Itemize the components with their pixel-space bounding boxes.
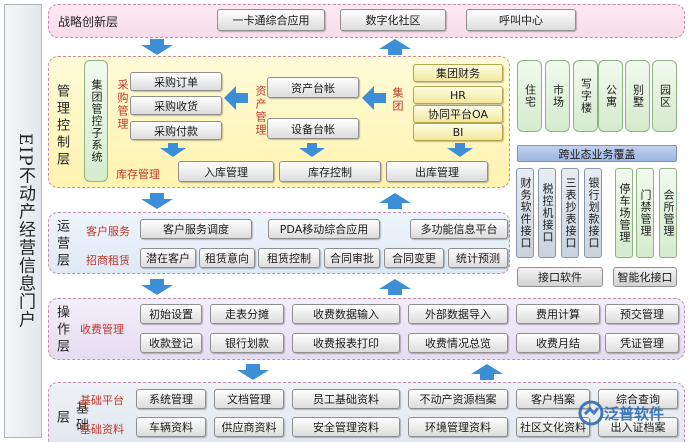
group-control-subsystem[interactable]: 集团管控子系统 (84, 60, 108, 182)
portal-bar: EIP不动产经营信息门户 (4, 4, 42, 438)
interface-access[interactable]: 门禁管理 (636, 168, 654, 258)
data-item[interactable]: 社区文化资料 (516, 417, 590, 437)
interface-tax[interactable]: 税控机接口 (538, 168, 556, 258)
strategy-item-community[interactable]: 数字化社区 (340, 9, 446, 31)
arrow-down-icon (446, 143, 474, 157)
fee-item[interactable]: 走表分摊 (210, 304, 284, 324)
arrow-down-icon (159, 143, 187, 157)
strategy-layer-title: 战略创新层 (58, 15, 119, 29)
fee-item[interactable]: 收费报表打印 (292, 333, 400, 353)
fee-item[interactable]: 预交管理 (605, 304, 679, 324)
inventory-control[interactable]: 库存控制 (279, 161, 381, 182)
interface-intelligent-button[interactable]: 智能化接口 (613, 267, 677, 287)
purchase-label: 采购管理 (116, 79, 129, 131)
fee-item[interactable]: 初始设置 (140, 304, 202, 324)
fee-item[interactable]: 银行划款 (210, 333, 284, 353)
leasing-item[interactable]: 潜在客户 (140, 248, 196, 268)
group-hr[interactable]: HR (413, 86, 503, 104)
platform-item[interactable]: 员工基础资料 (292, 389, 400, 409)
platform-item[interactable]: 不动产资源档案 (408, 389, 508, 409)
coverage-banner: 跨业态业务覆盖 (517, 145, 677, 162)
arrow-down-icon (140, 279, 174, 295)
purchase-order[interactable]: 采购订单 (130, 72, 222, 91)
fee-item[interactable]: 费用计算 (516, 304, 600, 324)
watermark-text: 泛普软件 (604, 404, 665, 423)
fee-item[interactable]: 收款登记 (140, 333, 202, 353)
info-platform[interactable]: 多功能信息平台 (410, 219, 508, 239)
platform-item[interactable]: 综合查询 (598, 389, 678, 409)
property-type[interactable]: 写字楼 (573, 60, 598, 132)
platform-item[interactable]: 客户档案 (516, 389, 590, 409)
watermark: 泛普软件 (578, 400, 664, 426)
data-item[interactable]: 供应商资料 (214, 417, 284, 437)
inventory-label: 库存管理 (116, 168, 160, 181)
interface-bank[interactable]: 银行划款接口 (584, 168, 602, 258)
arrow-left-icon (224, 86, 248, 110)
operation-layer-title: 运营层 (54, 218, 69, 270)
arrow-up-icon (378, 39, 412, 55)
equipment-ledger[interactable]: 设备台帐 (267, 118, 359, 139)
leasing-item[interactable]: 合同审批 (324, 248, 380, 268)
customer-dispatch[interactable]: 客户服务调度 (140, 219, 252, 239)
fee-item[interactable]: 收费数据输入 (292, 304, 400, 324)
leasing-item[interactable]: 合同变更 (384, 248, 444, 268)
property-type[interactable]: 园区 (652, 60, 677, 132)
basic-platform-label: 基础平台 (80, 394, 124, 407)
data-item[interactable]: 出入证档案 (598, 417, 678, 437)
platform-item[interactable]: 文档管理 (214, 389, 284, 409)
customer-service-label: 客户服务 (86, 225, 130, 238)
arrow-down-icon (140, 193, 174, 209)
asset-label: 资产管理 (254, 85, 267, 137)
strategy-item-card[interactable]: 一卡通综合应用 (217, 9, 325, 31)
purchase-receipt[interactable]: 采购收货 (130, 96, 222, 115)
group-oa[interactable]: 协同平台OA (413, 105, 503, 123)
purchase-payment[interactable]: 采购付款 (130, 121, 222, 140)
arrow-up-icon (378, 193, 412, 209)
platform-item[interactable]: 系统管理 (136, 389, 206, 409)
data-item[interactable]: 安全管理资料 (292, 417, 400, 437)
leasing-item[interactable]: 租赁控制 (258, 248, 320, 268)
group-bi[interactable]: BI (413, 123, 503, 141)
inventory-out[interactable]: 出库管理 (386, 161, 488, 182)
execution-layer-title: 操作层 (54, 304, 69, 356)
property-type[interactable]: 市场 (545, 60, 570, 132)
group-label: 集团 (391, 87, 404, 113)
property-type[interactable]: 住宅 (517, 60, 542, 132)
strategy-item-callcenter[interactable]: 呼叫中心 (466, 9, 576, 31)
fee-item[interactable]: 收费月结 (516, 333, 600, 353)
data-item[interactable]: 车辆资料 (136, 417, 206, 437)
inventory-in[interactable]: 入库管理 (178, 161, 274, 182)
portal-title: EIP不动产经营信息门户 (15, 133, 35, 329)
fee-item[interactable]: 收费情况总览 (408, 333, 508, 353)
interface-parking[interactable]: 停车场管理 (615, 168, 633, 258)
management-layer-title: 管理控制层 (54, 83, 69, 169)
interface-meter[interactable]: 三表抄表接口 (561, 168, 579, 258)
fee-item[interactable]: 凭证管理 (605, 333, 679, 353)
leasing-item[interactable]: 统计预测 (448, 248, 508, 268)
brand-logo-icon (578, 400, 604, 426)
arrow-left-icon (362, 86, 386, 110)
fee-management-label: 收费管理 (80, 323, 124, 336)
pda-mobile[interactable]: PDA移动综合应用 (268, 219, 380, 239)
basic-layer-title: 基础层 (54, 401, 88, 435)
basic-data-label: 基础资料 (80, 423, 124, 436)
property-type[interactable]: 公寓 (598, 60, 623, 132)
interface-finance[interactable]: 财务软件接口 (516, 168, 534, 258)
arrow-up-icon (470, 364, 504, 380)
arrow-down-icon (236, 364, 270, 380)
property-type[interactable]: 别墅 (625, 60, 650, 132)
leasing-item[interactable]: 租赁意向 (199, 248, 255, 268)
interface-software-button[interactable]: 接口软件 (517, 267, 603, 287)
group-finance[interactable]: 集团财务 (413, 64, 503, 82)
interface-club[interactable]: 会所管理 (659, 168, 677, 258)
arrow-down-icon (298, 143, 326, 157)
arrow-up-icon (378, 279, 412, 295)
arrow-down-icon (140, 39, 174, 55)
leasing-label: 招商租赁 (86, 254, 130, 267)
data-item[interactable]: 环境管理资料 (408, 417, 508, 437)
fee-item[interactable]: 外部数据导入 (408, 304, 508, 324)
asset-ledger[interactable]: 资产台帐 (267, 77, 359, 98)
